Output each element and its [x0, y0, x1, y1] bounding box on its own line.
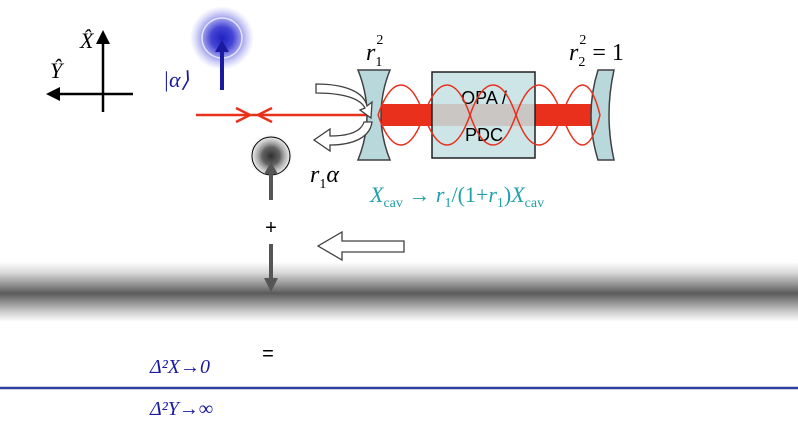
gray-state-arrowhead [264, 162, 278, 174]
opa-crystal [431, 71, 536, 159]
coordinate-axes: X̂ Ŷ [46, 28, 133, 112]
outgoing-curved-arrow [312, 121, 373, 153]
blue-state-glow [190, 6, 254, 70]
beam-arrow-left [255, 106, 273, 124]
shift-arrow [316, 230, 405, 262]
input-mirror-label: r12 [366, 33, 383, 70]
crystal-label-line2: PDC [465, 125, 503, 145]
cavity-quadrature-formula: Xcav → r1/(1+r1)Xcav [369, 182, 544, 211]
beam-arrow-right [235, 106, 253, 124]
plus-sign: + [265, 217, 277, 239]
y-axis-label: Ŷ [50, 58, 65, 83]
x-axis-arrowhead [96, 30, 110, 44]
squeezed-band [0, 262, 798, 322]
crystal-label-line1: OPA / [461, 88, 507, 108]
standing-wave-a [377, 84, 601, 146]
incoming-curved-arrow [315, 83, 373, 120]
y-axis-arrowhead [46, 87, 60, 101]
down-arrowhead [264, 278, 278, 292]
equals-sign: = [262, 343, 274, 365]
input-state-label: |α⟩ [163, 67, 190, 92]
end-mirror [590, 69, 615, 161]
standing-wave-b [377, 84, 601, 146]
end-mirror-label: r22 = 1 [569, 33, 624, 70]
reflected-state [249, 134, 293, 200]
reflection-arrows [312, 83, 373, 153]
x-axis-label: X̂ [79, 28, 95, 53]
input-coherent-state: |α⟩ [163, 6, 254, 92]
amplitude-variance-result: Δ²X→0 [149, 356, 210, 378]
laser-beam [196, 104, 604, 126]
input-mirror [356, 69, 392, 161]
gray-state-glow [249, 134, 293, 178]
reflected-amplitude-label: r1α [310, 162, 339, 192]
blue-state-arrowhead [215, 40, 229, 52]
phase-variance-result: Δ²Y→∞ [149, 398, 213, 420]
